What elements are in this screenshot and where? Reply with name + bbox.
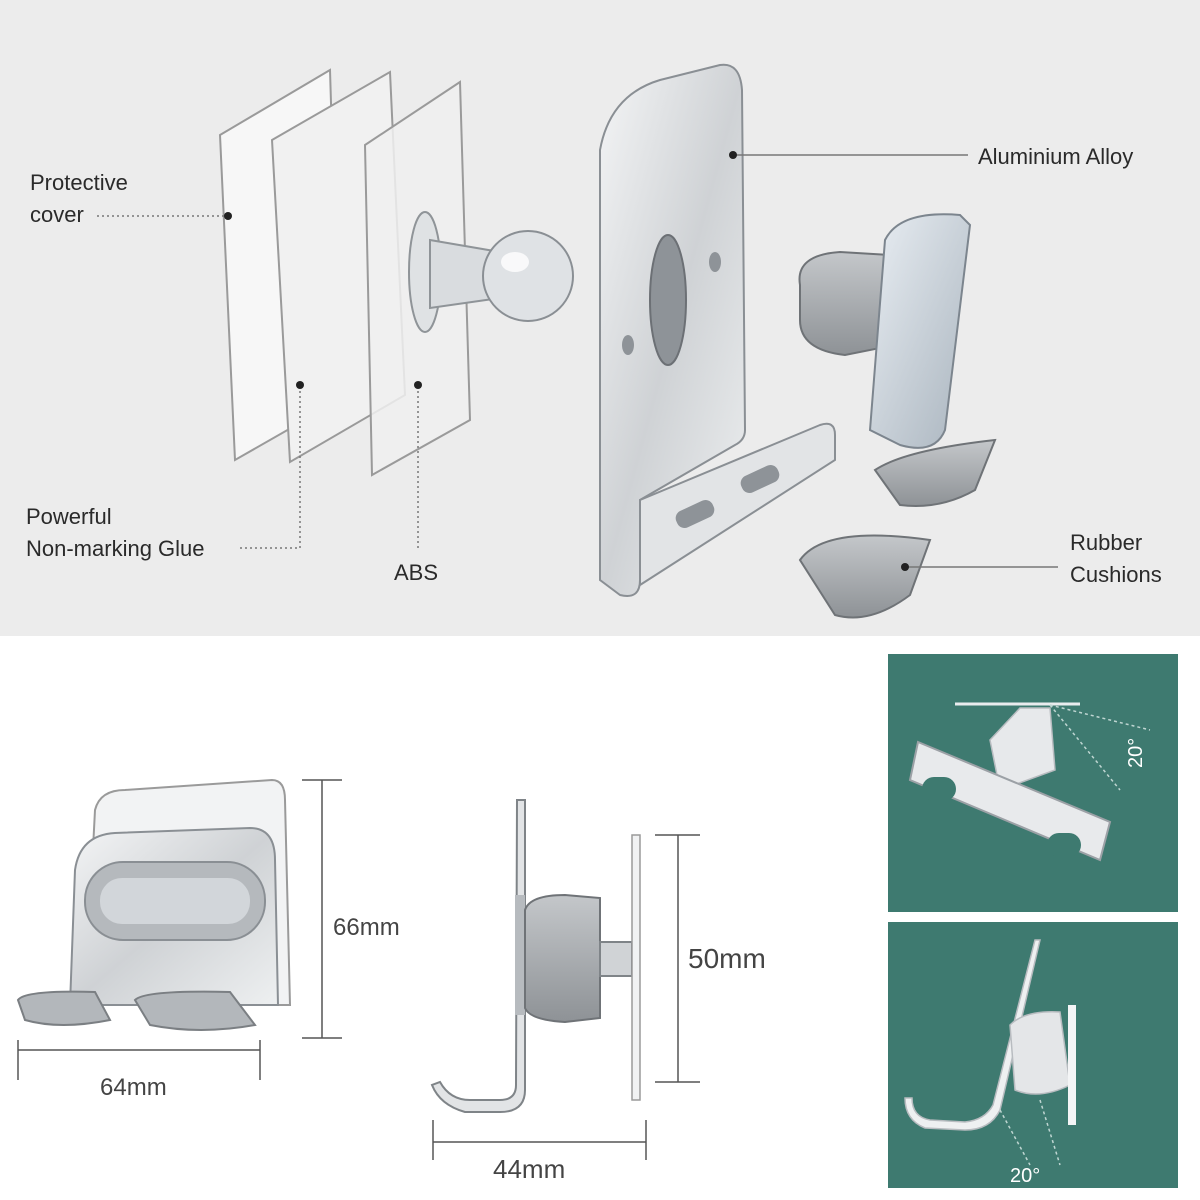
angle-label-bottom: 20° bbox=[1010, 1165, 1040, 1187]
dim-line-64mm bbox=[17, 1040, 261, 1080]
dim-label-50mm: 50mm bbox=[688, 943, 766, 974]
callout-abs bbox=[414, 381, 422, 548]
callout-rubber bbox=[901, 563, 1058, 571]
aluminium-plate bbox=[599, 63, 836, 597]
dim-line-66mm bbox=[302, 779, 342, 1039]
label-rubber-line2: Cushions bbox=[1070, 562, 1162, 587]
side-view bbox=[430, 799, 641, 1113]
rubber-cushions bbox=[798, 438, 997, 619]
dim-label-66mm: 66mm bbox=[333, 914, 400, 941]
rubber-knob bbox=[798, 213, 972, 449]
angle-label-top: 20° bbox=[1125, 738, 1147, 768]
callout-protective-cover bbox=[97, 212, 232, 220]
label-rubber-line1: Rubber bbox=[1070, 530, 1142, 555]
callout-glue bbox=[240, 381, 304, 549]
label-protective-cover-line2: cover bbox=[30, 202, 84, 227]
callout-aluminium bbox=[729, 151, 968, 159]
angle-panel-bottom bbox=[888, 922, 1178, 1188]
label-aluminium-alloy: Aluminium Alloy bbox=[978, 144, 1133, 169]
dim-label-64mm: 64mm bbox=[100, 1074, 167, 1101]
front-view bbox=[16, 778, 292, 1031]
label-glue-line1: Powerful bbox=[26, 504, 112, 529]
dim-line-44mm bbox=[432, 1120, 647, 1160]
dim-label-44mm: 44mm bbox=[493, 1154, 565, 1184]
label-protective-cover-line1: Protective bbox=[30, 170, 128, 195]
dim-line-50mm bbox=[655, 834, 700, 1083]
angle-panel-top bbox=[888, 654, 1178, 912]
label-glue-line2: Non-marking Glue bbox=[26, 536, 205, 561]
label-abs: ABS bbox=[394, 560, 438, 585]
ball-joint bbox=[408, 211, 574, 333]
